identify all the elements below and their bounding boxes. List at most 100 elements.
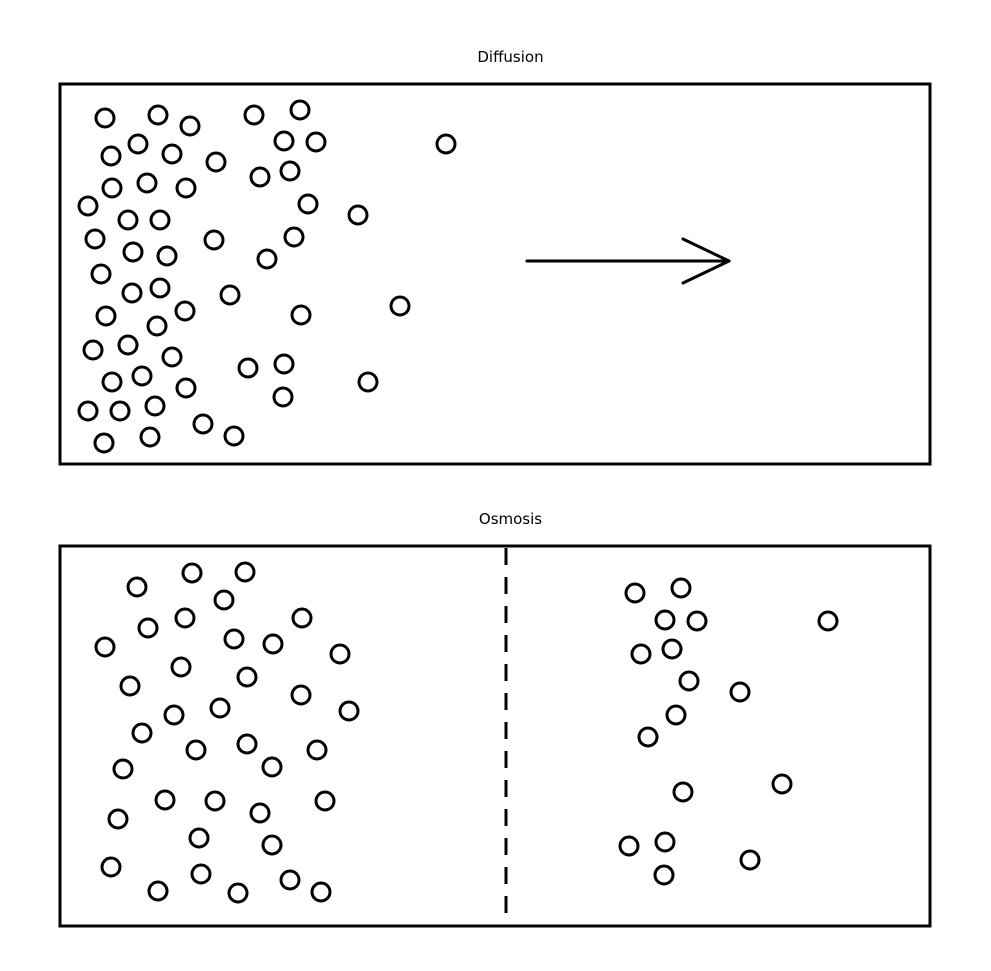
- osmosis-particle: [654, 831, 676, 853]
- osmosis-particle: [154, 789, 176, 811]
- osmosis-particle: [94, 636, 116, 658]
- osmosis-particle: [174, 607, 196, 629]
- osmosis-particle: [329, 643, 351, 665]
- osmosis-particle: [261, 756, 283, 778]
- diffusion-particle: [272, 386, 294, 408]
- osmosis-particle: [279, 869, 301, 891]
- diffusion-particle: [101, 371, 123, 393]
- diffusion-particle: [139, 426, 161, 448]
- diffusion-particle: [117, 334, 139, 356]
- osmosis-particle: [181, 562, 203, 584]
- osmosis-particle: [249, 802, 271, 824]
- osmosis-particle: [188, 827, 210, 849]
- osmosis-particle: [204, 790, 226, 812]
- diffusion-particle: [179, 115, 201, 137]
- diffusion-particle: [149, 209, 171, 231]
- diffusion-box: [58, 82, 932, 466]
- diffusion-particle: [203, 229, 225, 251]
- diffusion-particle: [93, 432, 115, 454]
- diffusion-particle: [305, 131, 327, 153]
- diffusion-particle: [147, 104, 169, 126]
- diffusion-particle: [297, 193, 319, 215]
- osmosis-particle: [686, 610, 708, 632]
- osmosis-particle: [131, 722, 153, 744]
- diffusion-particle: [121, 282, 143, 304]
- diffusion-particle: [131, 365, 153, 387]
- diffusion-particle: [127, 133, 149, 155]
- osmosis-title: Osmosis: [478, 510, 543, 528]
- osmosis-particle: [190, 863, 212, 885]
- diffusion-particle: [122, 241, 144, 263]
- diffusion-particle: [256, 248, 278, 270]
- diffusion-particle: [243, 104, 265, 126]
- osmosis-particle: [236, 733, 258, 755]
- osmosis-particle: [653, 864, 675, 886]
- osmosis-particle: [163, 704, 185, 726]
- diffusion-particle: [249, 166, 271, 188]
- osmosis-particle: [618, 835, 640, 857]
- diffusion-particle: [77, 195, 99, 217]
- diffusion-particle: [101, 177, 123, 199]
- diffusion-particle: [357, 371, 379, 393]
- osmosis-particle: [209, 697, 231, 719]
- osmosis-particle: [170, 656, 192, 678]
- diffusion-panel: [58, 82, 932, 466]
- diffusion-particle: [279, 160, 301, 182]
- osmosis-particle: [310, 881, 332, 903]
- osmosis-particle: [672, 781, 694, 803]
- diffusion-particle: [174, 300, 196, 322]
- diffusion-particle: [289, 99, 311, 121]
- osmosis-particle: [314, 790, 336, 812]
- osmosis-particle: [739, 849, 761, 871]
- diffusion-particle: [95, 305, 117, 327]
- diffusion-particle: [82, 339, 104, 361]
- osmosis-particle: [637, 726, 659, 748]
- diffusion-particle: [94, 107, 116, 129]
- osmosis-particle: [119, 675, 141, 697]
- diffusion-particle: [84, 228, 106, 250]
- osmosis-box: [58, 544, 932, 928]
- osmosis-particle: [107, 808, 129, 830]
- osmosis-particle: [678, 670, 700, 692]
- osmosis-particle: [137, 617, 159, 639]
- osmosis-particle: [112, 758, 134, 780]
- osmosis-particle: [290, 684, 312, 706]
- diffusion-particle: [109, 400, 131, 422]
- osmosis-particle: [817, 610, 839, 632]
- osmosis-particle: [261, 834, 283, 856]
- osmosis-panel: [58, 544, 932, 928]
- diffusion-particle: [146, 315, 168, 337]
- osmosis-particle: [185, 739, 207, 761]
- diffusion-particle: [290, 304, 312, 326]
- diffusion-particle: [273, 353, 295, 375]
- osmosis-particles: [94, 561, 839, 904]
- osmosis-particle: [262, 633, 284, 655]
- diffusion-particle: [175, 177, 197, 199]
- diffusion-particle: [161, 346, 183, 368]
- osmosis-particle: [147, 880, 169, 902]
- osmosis-particle: [306, 739, 328, 761]
- diffusion-particle: [100, 145, 122, 167]
- osmosis-particle: [771, 773, 793, 795]
- osmosis-particle: [100, 856, 122, 878]
- osmosis-particle: [223, 628, 245, 650]
- osmosis-particle: [213, 589, 235, 611]
- diffusion-particle: [389, 295, 411, 317]
- osmosis-particle: [624, 582, 646, 604]
- diffusion-particle: [156, 245, 178, 267]
- osmosis-particle: [236, 666, 258, 688]
- osmosis-particle: [661, 638, 683, 660]
- osmosis-particle: [665, 704, 687, 726]
- diffusion-particle: [347, 204, 369, 226]
- direction-arrow: [525, 237, 731, 285]
- diffusion-particle: [175, 377, 197, 399]
- diffusion-particles: [77, 99, 457, 454]
- diffusion-particle: [144, 395, 166, 417]
- diffusion-particle: [219, 284, 241, 306]
- diffusion-particle: [192, 413, 214, 435]
- diffusion-particle: [149, 277, 171, 299]
- osmosis-particle: [729, 681, 751, 703]
- osmosis-particle: [126, 576, 148, 598]
- diffusion-particle: [223, 425, 245, 447]
